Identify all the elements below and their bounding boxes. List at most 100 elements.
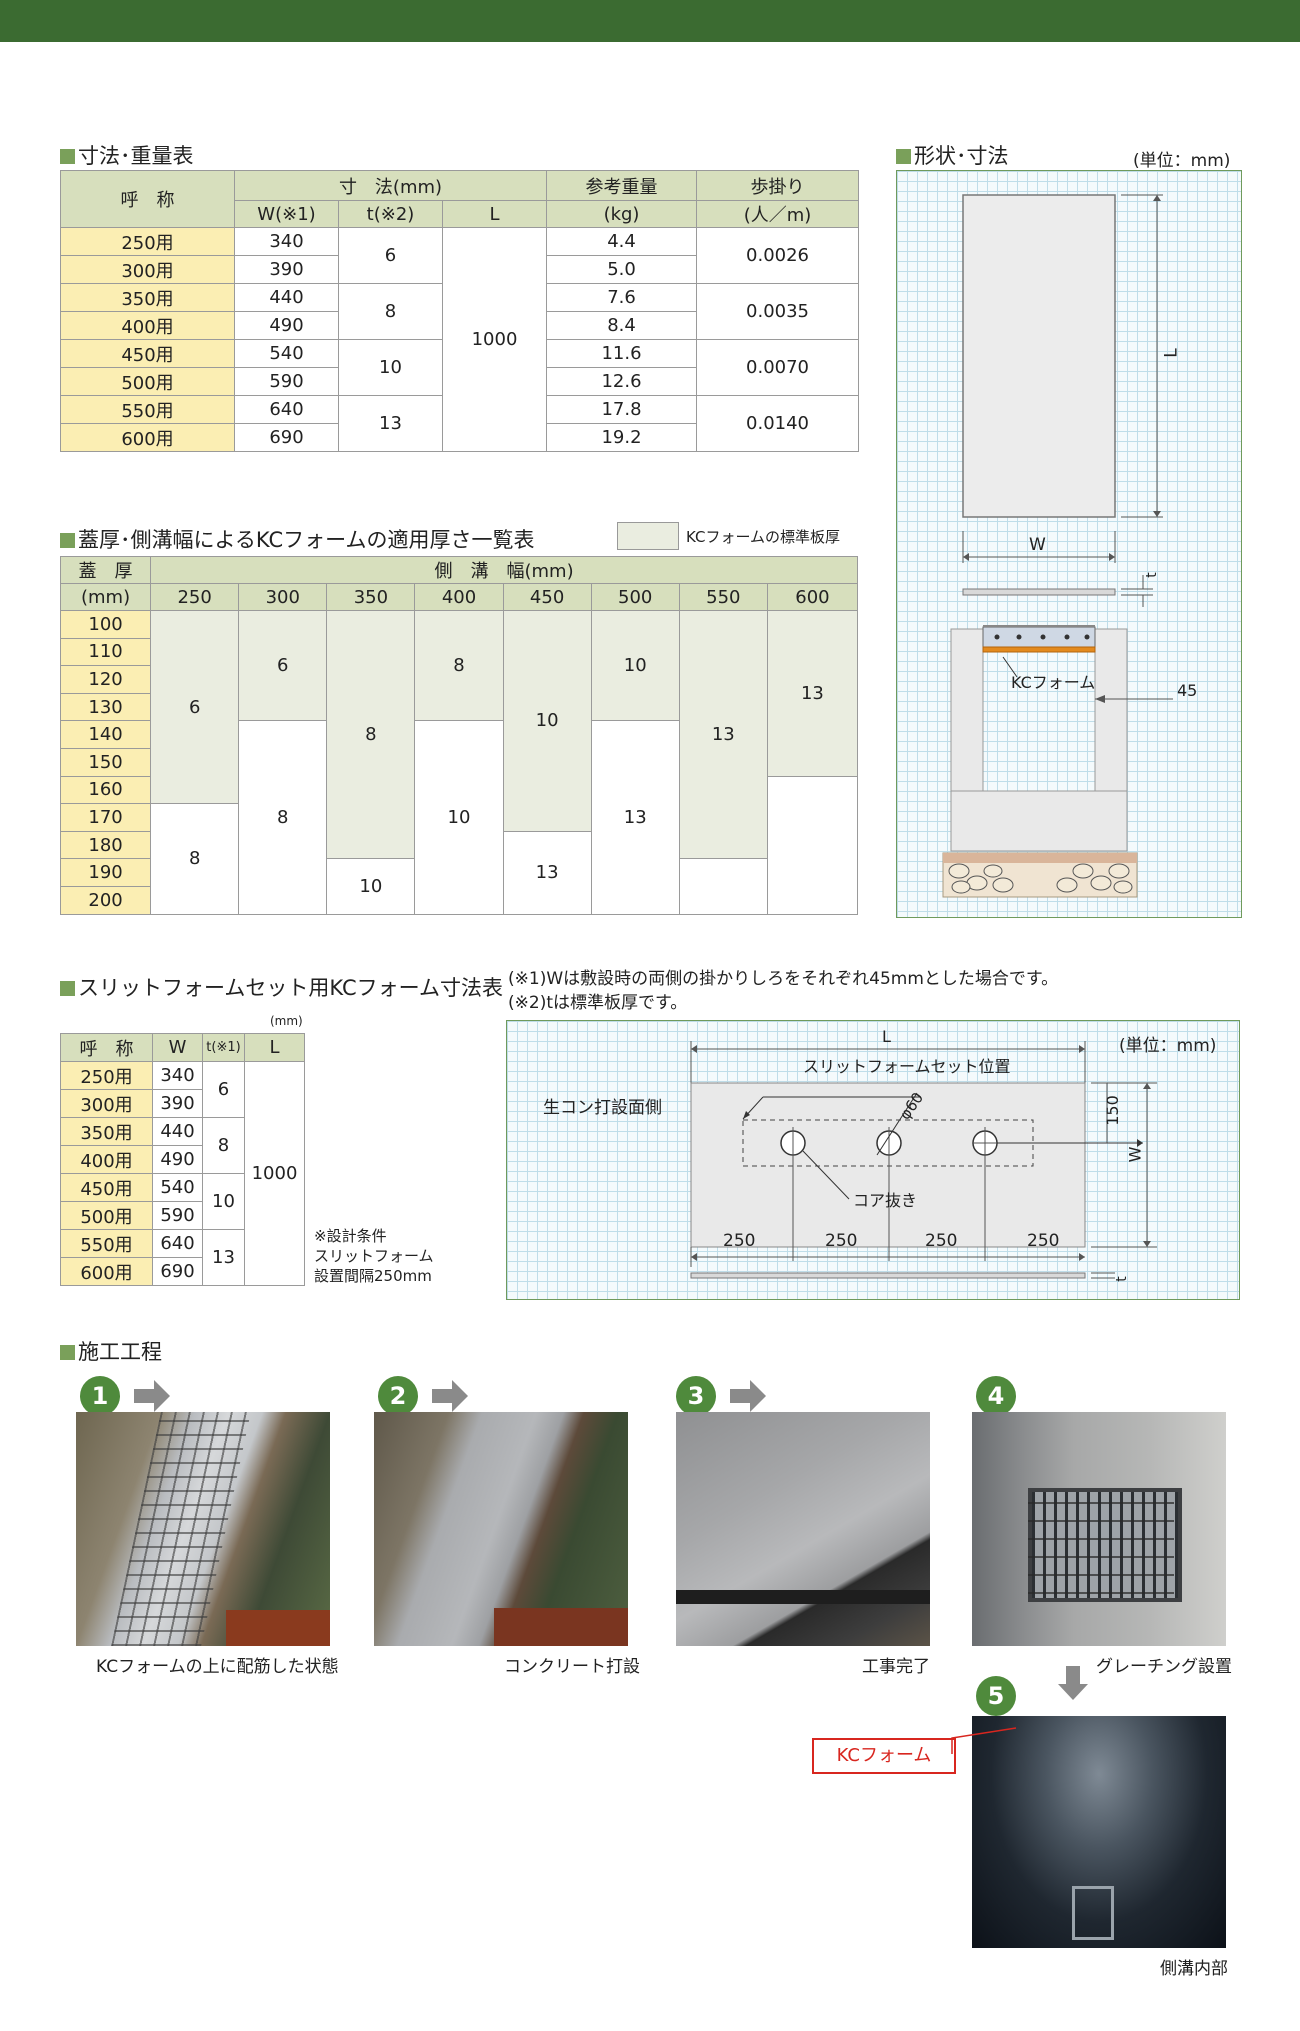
t1-name: 450用 bbox=[60, 339, 235, 368]
t3-name: 500用 bbox=[60, 1201, 153, 1230]
slit-plate bbox=[690, 1082, 1086, 1248]
t2-lid: 110 bbox=[59, 637, 152, 667]
t2-lid: 150 bbox=[59, 747, 152, 777]
t1-h-weight: 参考重量 bbox=[546, 170, 698, 201]
t3-w: 540 bbox=[152, 1173, 203, 1202]
t2-cell: 13 bbox=[590, 720, 680, 915]
spacing-label: 250 bbox=[723, 1231, 756, 1251]
title-marker bbox=[896, 149, 911, 164]
t1-w: 390 bbox=[234, 255, 339, 284]
t2-width: 600 bbox=[766, 583, 859, 611]
w-label: W bbox=[1029, 535, 1046, 555]
title-marker bbox=[60, 1345, 75, 1360]
t3-w: 640 bbox=[152, 1229, 203, 1258]
step-caption-2: コンクリート打設 bbox=[504, 1657, 640, 1677]
t2-cell bbox=[678, 858, 768, 915]
slit-plate-side bbox=[690, 1272, 1086, 1279]
form-edge bbox=[494, 1608, 628, 1646]
dim-150-label: 150 bbox=[1102, 1095, 1122, 1126]
t1-w: 540 bbox=[234, 339, 339, 368]
shape-drawing bbox=[942, 194, 1173, 898]
t1-h-name: 呼 称 bbox=[60, 170, 235, 228]
slit-unit: (単位：mm) bbox=[1119, 1036, 1217, 1056]
t1-kg: 11.6 bbox=[546, 339, 698, 368]
t2-cell: 8 bbox=[414, 609, 504, 722]
t1-h-w: W(※1) bbox=[234, 200, 339, 228]
slit-l-label: L bbox=[882, 1027, 891, 1046]
t1-h-dim: 寸 法(mm) bbox=[233, 170, 548, 201]
t3-t: 10 bbox=[202, 1173, 245, 1230]
t3-w: 590 bbox=[152, 1201, 203, 1230]
core-label: コア抜き bbox=[853, 1191, 918, 1210]
t1-kg: 5.0 bbox=[546, 255, 698, 284]
t2-lid: 160 bbox=[59, 775, 152, 805]
t1-w: 690 bbox=[234, 423, 339, 452]
t2-lid: 100 bbox=[59, 610, 152, 639]
step-photo-2 bbox=[374, 1412, 628, 1646]
dim-45-label: 45 bbox=[1177, 681, 1198, 700]
core-leader bbox=[802, 1150, 850, 1200]
t3-l: 1000 bbox=[244, 1061, 305, 1286]
t1-w: 590 bbox=[234, 367, 339, 396]
t2-width: 300 bbox=[238, 583, 328, 611]
table2-title: 蓋厚･側溝幅によるKCフォームの適用厚さ一覧表 bbox=[60, 524, 535, 554]
l-label: L bbox=[1161, 348, 1182, 358]
t3-w: 690 bbox=[152, 1257, 203, 1286]
t1-h-l: L bbox=[441, 200, 548, 228]
t3-name: 250用 bbox=[60, 1061, 153, 1090]
t1-bu: 0.0035 bbox=[696, 283, 860, 340]
t2-cell: 10 bbox=[590, 609, 680, 722]
t1-h-bu-unit: (人／m) bbox=[696, 200, 860, 228]
t2-cell: 10 bbox=[326, 858, 416, 915]
t1-name: 250用 bbox=[60, 227, 235, 256]
t3-name: 300用 bbox=[60, 1089, 153, 1118]
t2-h-lid-unit: (mm) bbox=[59, 583, 152, 611]
t1-h-weight-unit: (kg) bbox=[546, 200, 698, 228]
t1-name: 350用 bbox=[60, 283, 235, 312]
t1-w: 340 bbox=[234, 227, 339, 256]
t1-w: 490 bbox=[234, 311, 339, 340]
top-banner bbox=[0, 0, 1300, 42]
t3-unit: (mm) bbox=[270, 1014, 303, 1028]
grating-crossbars bbox=[1028, 1488, 1174, 1594]
spacing-label: 250 bbox=[1027, 1231, 1060, 1251]
t1-name: 300用 bbox=[60, 255, 235, 284]
step-number-5: 5 bbox=[976, 1676, 1016, 1716]
plate-side-view bbox=[962, 588, 1116, 596]
t2-cell: 6 bbox=[238, 609, 328, 722]
step-arrow bbox=[134, 1389, 154, 1403]
t1-t: 6 bbox=[338, 227, 443, 284]
kc-form-label: KCフォーム bbox=[1011, 673, 1096, 692]
t-label: t bbox=[1143, 572, 1160, 578]
step-arrow-head bbox=[750, 1380, 766, 1412]
slab-shadow bbox=[676, 1590, 930, 1604]
title-marker bbox=[60, 149, 75, 164]
step-caption-1: KCフォームの上に配筋した状態 bbox=[96, 1657, 339, 1677]
t1-h-t: t(※2) bbox=[338, 200, 443, 228]
note-t: (※2)tは標準板厚です。 bbox=[508, 993, 688, 1013]
step-caption-3: 工事完了 bbox=[862, 1657, 930, 1677]
step-photo-3 bbox=[676, 1412, 930, 1646]
t2-lid: 190 bbox=[59, 858, 152, 887]
t1-kg: 4.4 bbox=[546, 227, 698, 256]
slit-position-box bbox=[742, 1119, 1034, 1167]
t1-kg: 19.2 bbox=[546, 423, 698, 452]
t2-width: 350 bbox=[326, 583, 416, 611]
t1-t: 8 bbox=[338, 283, 443, 340]
t3-name: 350用 bbox=[60, 1117, 153, 1146]
legend-swatch bbox=[617, 522, 679, 550]
step-photo-4 bbox=[972, 1412, 1226, 1646]
t2-width: 450 bbox=[502, 583, 592, 611]
t2-lid: 200 bbox=[59, 885, 152, 915]
slit-kc-table: 呼 称 W t(※1) L 250用 340 6 1000 300用 390 3… bbox=[60, 1033, 305, 1286]
step-number-3: 3 bbox=[676, 1376, 716, 1416]
kc-thickness-table: 蓋 厚 側 溝 幅(mm) (mm) 250 300 350 400 450 5… bbox=[59, 556, 859, 915]
gutter-opening bbox=[1072, 1886, 1114, 1940]
t2-lid: 130 bbox=[59, 692, 152, 722]
t2-lid: 140 bbox=[59, 720, 152, 749]
t2-lid: 180 bbox=[59, 830, 152, 860]
t3-h-t: t(※1) bbox=[202, 1033, 245, 1062]
spacing-label: 250 bbox=[925, 1231, 958, 1251]
step-number-1: 1 bbox=[80, 1376, 120, 1416]
down-arrow bbox=[1066, 1666, 1080, 1684]
